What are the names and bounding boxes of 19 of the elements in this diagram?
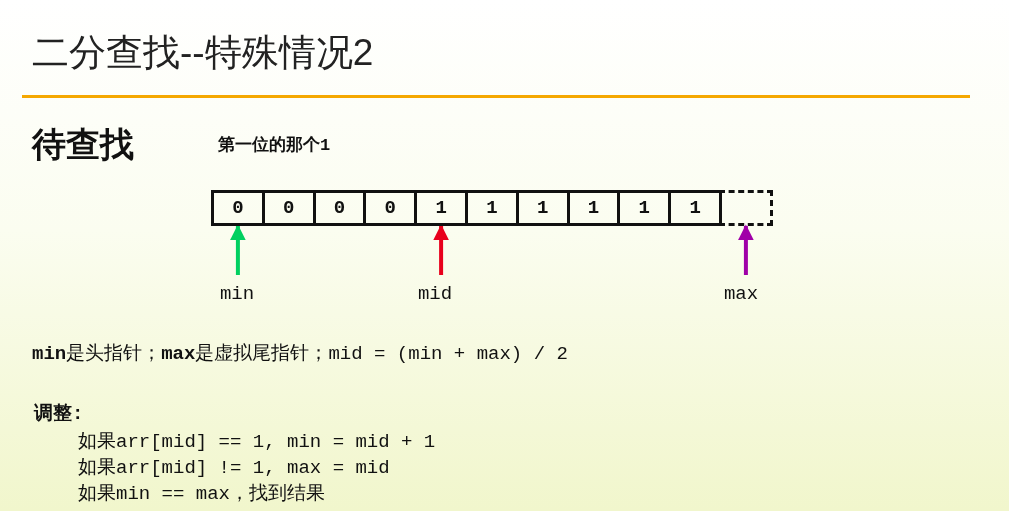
- array-cell: 1: [414, 190, 468, 226]
- rule-line: 如果min == max，找到结果: [78, 482, 326, 506]
- empty-array-slot: [719, 190, 773, 226]
- arrow: [737, 224, 754, 275]
- section-heading: 调整:: [34, 402, 84, 426]
- section-heading: 待查找: [32, 123, 134, 166]
- rule-line: 如果arr[mid] == 1, min = mid + 1: [78, 430, 436, 454]
- arrow: [229, 224, 246, 275]
- pointer-definition: min是头指针；max是虚拟尾指针；mid = (min + max) / 2: [32, 342, 568, 366]
- array-cell: 0: [211, 190, 265, 226]
- note: 第一位的那个1: [218, 135, 331, 156]
- array-cell: 1: [465, 190, 519, 226]
- arrow: [433, 224, 450, 275]
- pointer-label: min: [219, 283, 255, 305]
- slide-title: 二分查找--特殊情况2: [32, 31, 374, 75]
- rule-line: 如果arr[mid] != 1, max = mid: [78, 456, 390, 480]
- pointer-label: max: [723, 283, 759, 305]
- array-cell: 1: [668, 190, 722, 226]
- pointer-label: mid: [417, 283, 453, 305]
